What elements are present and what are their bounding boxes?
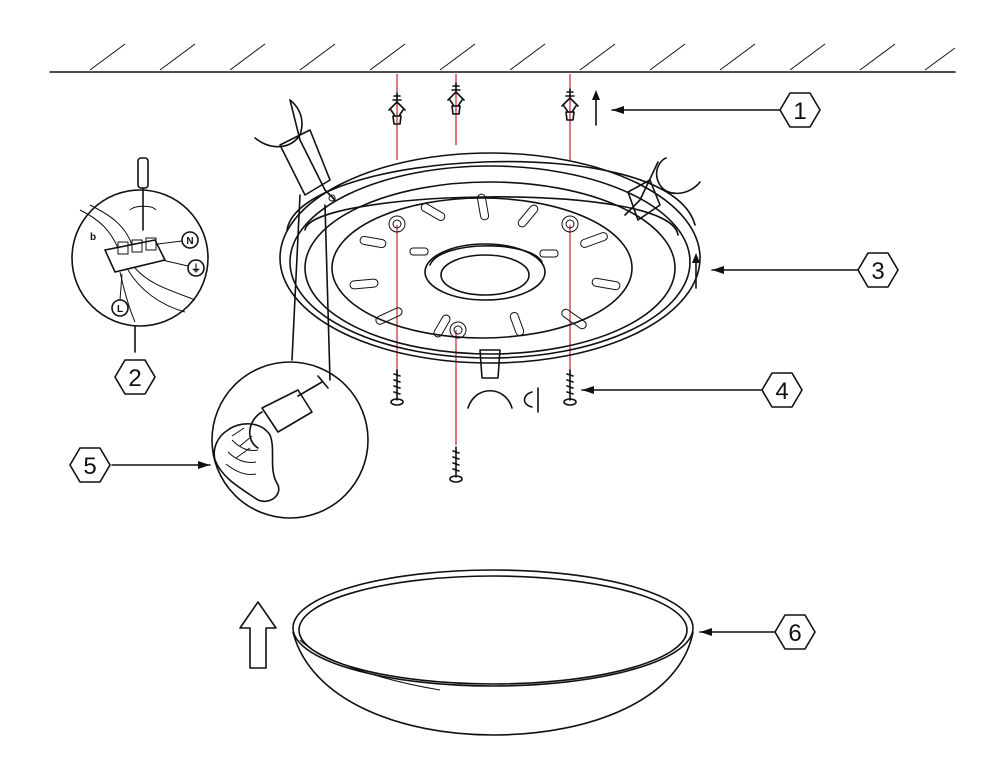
wall-plug: [561, 88, 579, 121]
screw: [449, 446, 463, 483]
wall-plugs: [388, 82, 579, 125]
clip-detail-inset: [211, 194, 369, 519]
callout-4: 4: [581, 372, 803, 408]
mounting-base: [279, 152, 701, 364]
screw-holes: [388, 215, 579, 339]
callout-2-label: 2: [128, 365, 141, 392]
terminal-l-label: L: [117, 304, 123, 315]
callout-5-label: 5: [83, 453, 96, 480]
callout-6-label: 6: [788, 620, 801, 647]
wall-plug: [388, 92, 406, 125]
spring-clip-right: [624, 157, 701, 221]
up-arrow-icon: [239, 601, 277, 669]
terminal-earth-label: ⏚: [191, 263, 201, 275]
callout-6: 6: [699, 614, 816, 650]
spring-clip-left: [254, 99, 336, 202]
screws: [390, 349, 577, 483]
callout-4-label: 4: [775, 378, 788, 405]
drill-guide-lines: [396, 74, 571, 445]
ceiling: [49, 43, 956, 73]
callout-5: 5: [69, 447, 211, 483]
callout-1-label: 1: [793, 98, 806, 125]
glass-shade: [292, 569, 694, 736]
svg-text:b: b: [90, 232, 96, 243]
screw: [390, 369, 404, 406]
terminal-n-label: N: [186, 236, 193, 247]
callout-3: 3: [692, 252, 899, 289]
screw: [563, 369, 577, 406]
spring-clip-bottom: [467, 349, 513, 409]
wiring-inset: b N ⏚ L: [71, 157, 209, 327]
callout-2: 2: [114, 325, 156, 395]
callout-3-label: 3: [871, 258, 884, 285]
callout-1: 1: [592, 90, 821, 128]
wall-plug: [447, 82, 465, 115]
rotate-icon: [523, 387, 539, 413]
